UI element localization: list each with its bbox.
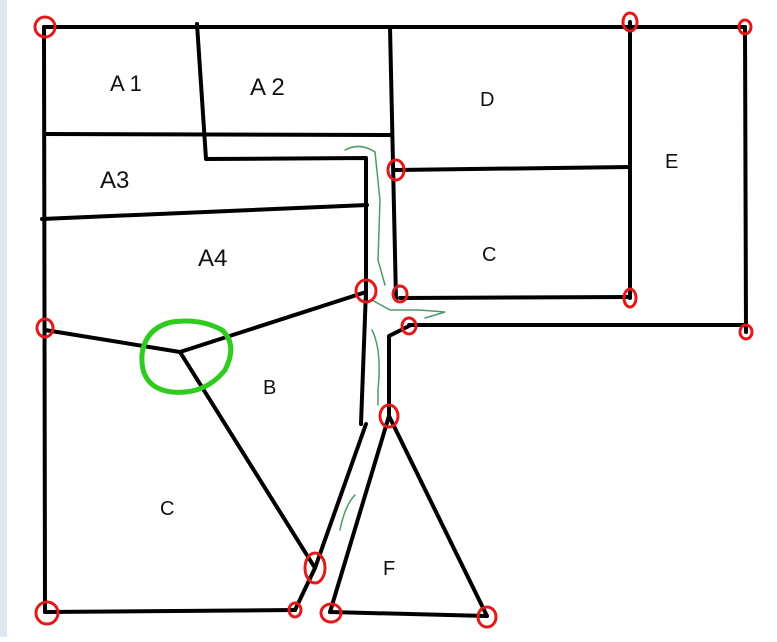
wall-f-right [387, 414, 489, 618]
vertex-marker [303, 551, 327, 585]
label-a4: A4 [198, 245, 227, 272]
corridor-right-wall [387, 324, 411, 418]
sketch-stroke-low [339, 494, 356, 531]
vertex-marker [35, 317, 55, 339]
highlight-circle [139, 318, 234, 395]
vertex-marker [354, 278, 378, 304]
label-f: F [383, 558, 395, 580]
corridor-left-wall [359, 288, 368, 426]
vertex-marker [33, 15, 57, 39]
vertex-marker [391, 284, 409, 304]
sketch-stroke-curve [371, 329, 380, 406]
vertex-marker [319, 602, 343, 624]
vertex-marker [738, 323, 754, 341]
label-a3: A3 [100, 167, 129, 194]
vertex-marker [622, 287, 638, 309]
wall-vertical-d-c [388, 25, 398, 302]
vertex-marker [621, 11, 639, 33]
wall-f-left [328, 414, 391, 614]
wall-a4-b-right [178, 290, 368, 354]
vertex-marker [737, 18, 753, 36]
vertex-marker [287, 601, 303, 619]
wall-e-right [743, 25, 748, 334]
wall-f-bottom [328, 610, 489, 618]
label-c-right: C [482, 244, 496, 266]
sketch-stroke-top [344, 145, 386, 286]
vertex-markers [33, 11, 754, 629]
vertex-marker [386, 158, 406, 182]
vertex-marker [476, 605, 498, 629]
vertex-marker [378, 403, 400, 429]
label-b: B [263, 377, 276, 399]
left-edge-strip [0, 0, 7, 637]
wall-b-c-diagonal [178, 350, 317, 570]
wall-c-bottom [398, 295, 632, 300]
walls [40, 20, 748, 618]
sketch-strokes [339, 145, 446, 531]
wall-a-row-divider [43, 132, 392, 137]
wall-corridor-to-bottom [293, 422, 368, 612]
sketch-stroke-mid [371, 299, 446, 319]
wall-d-c-divider [394, 165, 632, 172]
region-labels: A 1 A 2 A3 A4 B C C D E F [100, 71, 678, 580]
wall-a4-b-left [43, 328, 182, 354]
label-a2: A 2 [250, 74, 285, 101]
wall-bottom-left [43, 608, 297, 614]
wall-a1-a2-divider [195, 22, 368, 303]
label-a1: A 1 [110, 71, 142, 96]
vertex-marker [34, 600, 60, 626]
highlight-marker [139, 318, 234, 395]
label-d: D [480, 89, 494, 111]
vertex-marker [400, 316, 418, 336]
wall-a3-a4-divider [40, 203, 369, 221]
label-e: E [665, 151, 678, 173]
label-c-left: C [160, 498, 174, 520]
